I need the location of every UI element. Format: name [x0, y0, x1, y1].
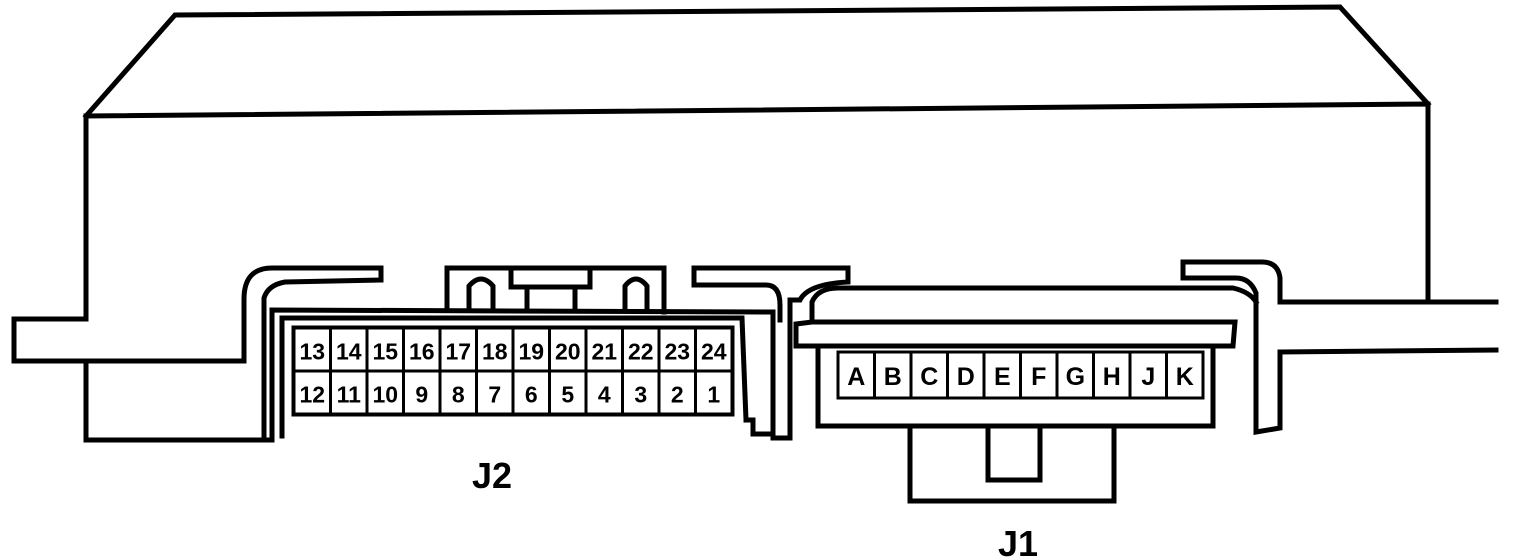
j2-pin-16-label: 16: [409, 339, 435, 365]
j2-pin-8-label: 8: [452, 382, 465, 408]
j1-pin-H-cell: [1092, 350, 1132, 400]
j2-pin-24-cell: [694, 326, 734, 373]
j2-pin-5-label: 5: [561, 382, 574, 408]
j2-pin-18-label: 18: [482, 339, 508, 365]
j1-pin-F-label: F: [1031, 363, 1046, 391]
j2-pin-20-label: 20: [555, 339, 581, 365]
j2-latch-frame: [444, 265, 667, 315]
housing-top-lid: [82, 4, 1432, 120]
j1-pin-E-label: E: [994, 363, 1011, 391]
j2-pin-10-label: 10: [373, 382, 399, 408]
j2-pin-22-label: 22: [628, 339, 654, 365]
j2-pin-9-cell: [402, 369, 442, 416]
housing-body-outline: [83, 101, 1499, 305]
j1-pin-A-label: A: [847, 363, 865, 391]
j2-pin-12-cell: [292, 369, 332, 416]
j1-pin-F-cell: [1019, 350, 1059, 400]
j2-pin-19-label: 19: [519, 339, 545, 365]
j2-pin-17-cell: [438, 326, 478, 373]
j2-pin-21-cell: [584, 326, 624, 373]
j2-pin-11-label: 11: [337, 382, 362, 408]
j2-pin-15-label: 15: [373, 339, 399, 365]
j2-latch-tongue: [508, 265, 593, 290]
j2-pin-12-label: 12: [300, 382, 326, 408]
j1-hood: [809, 285, 1260, 325]
ecu-housing: [82, 4, 1499, 443]
j2-pin-13-label: 13: [300, 339, 326, 365]
j2-latch-left-loop: [466, 276, 496, 313]
left-mounting-tab: [11, 265, 384, 439]
j1-pin-C-label: C: [920, 363, 938, 391]
j2-latch-right-loop: [622, 276, 650, 313]
j1-pin-housing: [815, 343, 1216, 429]
j1-pin-B-cell: [873, 350, 913, 400]
j2-pin-3-cell: [621, 369, 661, 416]
housing-right-flange: [1253, 299, 1283, 435]
j2-pin-9-label: 9: [415, 382, 428, 408]
j2-pin-21-label: 21: [592, 339, 618, 365]
j2-pin-17-label: 17: [446, 339, 472, 365]
housing-left-foot: [83, 358, 275, 443]
j1-flange: [793, 319, 1238, 349]
j1-pin-K-label: K: [1176, 363, 1194, 391]
j2-pin-24-label: 24: [701, 339, 727, 365]
j2-pin-1-label: 1: [707, 382, 720, 408]
j2-pin-6-label: 6: [525, 382, 538, 408]
j1-pin-B-label: B: [884, 363, 902, 391]
j1-pin-K-cell: [1165, 350, 1205, 400]
j2-pin-23-cell: [657, 326, 697, 373]
j2-pin-23-label: 23: [665, 339, 691, 365]
j2-pin-7-label: 7: [488, 382, 501, 408]
j2-shell: [269, 307, 776, 439]
j2-pin-2-label: 2: [671, 382, 684, 408]
j2-pin-3-label: 3: [634, 382, 647, 408]
j2-pin-4-label: 4: [598, 382, 611, 408]
j1-pin-D-label: D: [957, 363, 975, 391]
j2-label: J2: [472, 455, 512, 496]
j2-pin-14-label: 14: [336, 339, 362, 365]
j2-pin-2-cell: [657, 369, 697, 416]
j2-pin-1-cell: [694, 369, 734, 416]
j2-pin-19-cell: [511, 326, 551, 373]
j1-label: J1: [998, 523, 1038, 560]
center-bracket: [691, 265, 851, 441]
j1-pin-J-label: J: [1141, 363, 1155, 391]
j1-lower-latch: [907, 423, 1117, 504]
j2-pin-16-cell: [402, 326, 442, 373]
j1-pin-H-label: H: [1103, 363, 1121, 391]
j1-pin-G-label: G: [1066, 363, 1085, 391]
